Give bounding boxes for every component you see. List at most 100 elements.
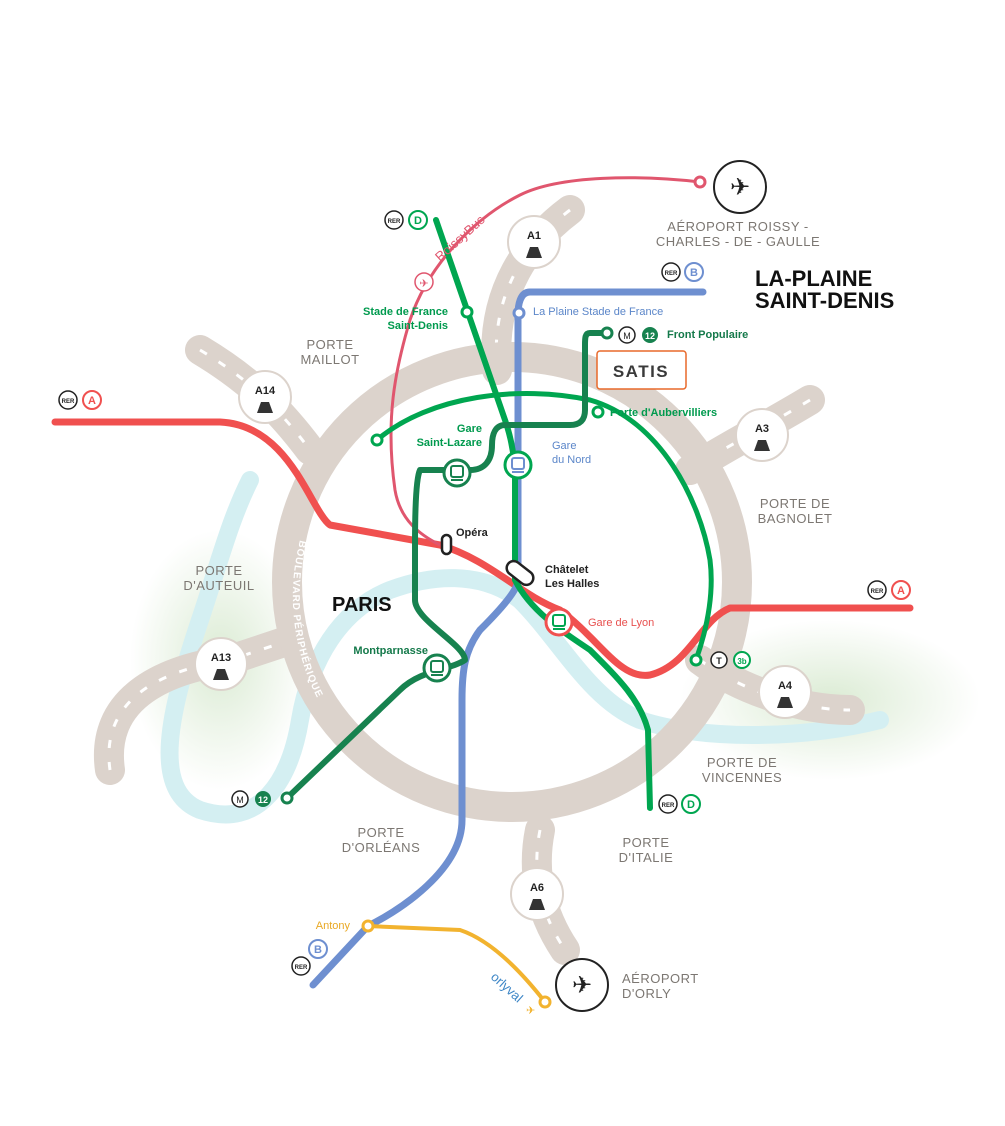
svg-text:Gare de Lyon: Gare de Lyon (588, 617, 654, 629)
svg-text:Porte d'Aubervilliers: Porte d'Aubervilliers (610, 407, 717, 419)
airport-roissy-label1: AÉROPORT ROISSY - (667, 219, 808, 234)
svg-text:Stade de France: Stade de France (363, 306, 448, 318)
station-dot-la-plaine[interactable] (512, 306, 526, 320)
train-icon (511, 457, 525, 470)
station-dot-orly[interactable] (538, 995, 552, 1009)
badge-rer-d-bottom: RER D (658, 794, 701, 814)
svg-text:Opéra: Opéra (456, 527, 489, 539)
station-gare-de-lyon[interactable] (544, 607, 574, 637)
svg-text:D'ORLÉANS: D'ORLÉANS (342, 840, 421, 855)
svg-text:MAILLOT: MAILLOT (300, 352, 359, 367)
plane-icon: ✈ (730, 174, 750, 201)
plane-icon: ✈ (572, 972, 592, 999)
svg-text:A13: A13 (211, 652, 231, 664)
svg-text:A6: A6 (530, 882, 544, 894)
badge-rer-b-bottom: RER B (291, 939, 328, 976)
svg-text:✈: ✈ (419, 278, 428, 290)
badge-a1: A1 (507, 215, 561, 269)
airport-orly[interactable]: ✈ (555, 958, 609, 1012)
rer-a-line (51, 418, 914, 679)
gate-labels: PORTE MAILLOT PORTE D'AUTEUIL PORTE DE B… (183, 337, 832, 865)
airport-orly-label1: AÉROPORT (622, 971, 699, 986)
svg-text:B: B (314, 944, 322, 956)
svg-text:RER: RER (662, 803, 675, 809)
airport-roissy-label2: CHARLES - DE - GAULLE (656, 234, 820, 249)
train-icon (552, 614, 566, 627)
badge-rer-b-top: RER B (661, 262, 704, 282)
svg-text:M: M (236, 795, 244, 805)
svg-text:PORTE DE: PORTE DE (760, 496, 830, 511)
svg-text:RER: RER (871, 589, 884, 595)
highway-badges: A1 A14 A3 A13 A4 A6 (194, 215, 812, 921)
station-labels: Stade de France Saint-Denis La Plaine St… (316, 306, 749, 932)
svg-text:PORTE: PORTE (357, 825, 404, 840)
station-dot-roissy[interactable] (693, 175, 707, 189)
station-saint-lazare[interactable] (442, 458, 472, 488)
badge-a14: A14 (238, 370, 292, 424)
station-dot-metro12-end[interactable] (280, 791, 294, 805)
station-dot-stade-de-france[interactable] (460, 305, 474, 319)
svg-text:D'AUTEUIL: D'AUTEUIL (183, 578, 254, 593)
line-badges: RER D RER B M 12 RER A RER A T 3b RER D … (58, 210, 911, 976)
train-icon (450, 465, 464, 478)
metro-12-line (284, 330, 610, 801)
svg-text:12: 12 (258, 795, 268, 805)
svg-text:Montparnasse: Montparnasse (353, 645, 428, 657)
svg-text:La Plaine Stade de France: La Plaine Stade de France (533, 306, 663, 318)
svg-text:RER: RER (665, 271, 678, 277)
main-title-line1: LA-PLAINE (755, 266, 872, 291)
svg-text:du Nord: du Nord (552, 454, 591, 466)
svg-text:A1: A1 (527, 230, 541, 242)
train-icon (430, 660, 444, 673)
svg-text:PORTE DE: PORTE DE (707, 755, 777, 770)
boulevard-peripherique-ring (272, 342, 752, 822)
badge-a3: A3 (735, 408, 789, 462)
badge-rer-a-left: RER A (58, 390, 102, 410)
tram-3b-line (374, 391, 714, 663)
station-dot-porte-aubervilliers[interactable] (591, 405, 605, 419)
station-opera[interactable] (440, 533, 453, 556)
svg-text:Gare: Gare (457, 423, 482, 435)
badge-metro-12-bottom: M 12 (231, 790, 271, 808)
svg-text:RER: RER (295, 965, 308, 971)
badge-a6: A6 (510, 867, 564, 921)
svg-text:3b: 3b (737, 657, 746, 666)
orlyval-line (366, 924, 547, 1004)
svg-text:SATIS: SATIS (613, 362, 669, 381)
badge-tram-3b: T 3b (710, 651, 751, 669)
roissybus-icon: ✈ (414, 272, 434, 292)
main-title-line2: SAINT-DENIS (755, 288, 894, 313)
svg-text:A: A (897, 585, 905, 597)
station-dot-tram-west[interactable] (370, 433, 384, 447)
svg-text:Les Halles: Les Halles (545, 578, 599, 590)
svg-text:Antony: Antony (316, 920, 351, 932)
airport-roissy[interactable]: ✈ (713, 160, 767, 214)
station-dot-tram-east[interactable] (689, 653, 703, 667)
badge-metro-12-top: M 12 (618, 326, 658, 344)
station-dot-front-populaire[interactable] (600, 326, 614, 340)
svg-text:VINCENNES: VINCENNES (702, 770, 782, 785)
svg-text:Front Populaire: Front Populaire (667, 329, 748, 341)
satis-logo[interactable]: SATIS (596, 350, 687, 390)
station-dot-antony[interactable] (361, 919, 375, 933)
svg-text:A: A (88, 395, 96, 407)
roissybus-line (389, 176, 701, 547)
svg-text:M: M (623, 331, 631, 341)
city-title: PARIS (332, 594, 392, 616)
svg-text:A14: A14 (255, 385, 276, 397)
station-gare-du-nord[interactable] (503, 450, 533, 480)
badge-rer-a-right: RER A (867, 580, 911, 600)
station-chatelet[interactable] (504, 558, 536, 588)
airport-orly-label2: D'ORLY (622, 986, 671, 1001)
svg-text:A4: A4 (778, 680, 793, 692)
svg-text:PORTE: PORTE (195, 563, 242, 578)
svg-text:A3: A3 (755, 423, 769, 435)
svg-text:D'ITALIE: D'ITALIE (619, 850, 674, 865)
svg-text:BAGNOLET: BAGNOLET (758, 511, 833, 526)
svg-text:Gare: Gare (552, 440, 576, 452)
svg-text:T: T (716, 656, 722, 666)
badge-rer-d-top: RER D (384, 210, 428, 230)
station-montparnasse[interactable] (422, 653, 452, 683)
orlyval-arrow-icon: ✈ (526, 1005, 535, 1017)
